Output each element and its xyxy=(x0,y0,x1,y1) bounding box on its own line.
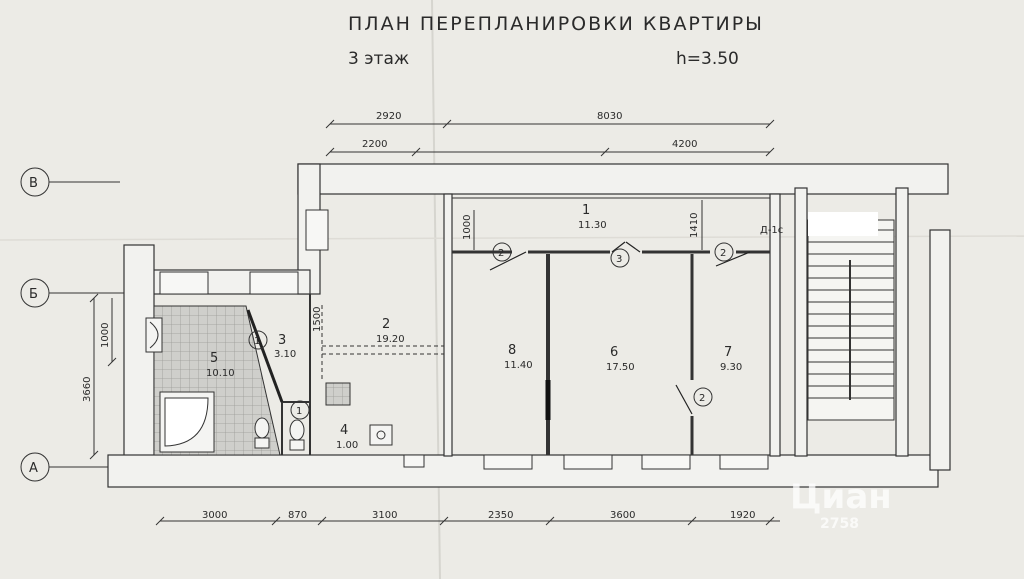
svg-text:3.10: 3.10 xyxy=(274,349,296,360)
svg-text:9.30: 9.30 xyxy=(720,362,742,373)
cian-watermark: Циан 2758 xyxy=(790,477,892,532)
svg-text:2: 2 xyxy=(720,248,726,259)
room-1: 111.30 xyxy=(578,203,607,231)
room-6: 617.50 xyxy=(606,345,635,373)
bathtub xyxy=(159,391,215,453)
dim-3000: 3000 xyxy=(202,510,227,521)
svg-text:4: 4 xyxy=(340,423,348,438)
windows xyxy=(159,209,769,470)
dim-2920: 2920 xyxy=(376,111,401,122)
stove xyxy=(325,382,351,406)
door-mark-2a: 2 xyxy=(492,242,512,262)
door-type-label: Д-1с xyxy=(760,225,783,236)
dim-3660: 3660 xyxy=(82,377,93,402)
dim-8030: 8030 xyxy=(597,111,622,122)
svg-text:7: 7 xyxy=(724,345,732,360)
dim-2350: 2350 xyxy=(488,510,513,521)
dim-1000: 1000 xyxy=(462,215,473,240)
svg-text:3: 3 xyxy=(278,333,286,348)
room-7: 79.30 xyxy=(720,345,742,373)
svg-text:5: 5 xyxy=(210,351,218,366)
dim-1500: 1500 xyxy=(312,307,323,332)
room-3: 33.10 xyxy=(274,333,296,360)
blurred-label xyxy=(808,212,878,236)
ceiling-height: h=3.50 xyxy=(676,49,739,69)
dim-2200: 2200 xyxy=(362,139,387,150)
paper-fold xyxy=(431,0,441,579)
svg-text:2: 2 xyxy=(382,317,390,332)
bottom-dimensions: 3000 870 3100 2350 3600 1920 xyxy=(155,510,780,526)
door-mark-3: 3 xyxy=(610,248,630,268)
svg-text:3: 3 xyxy=(616,254,622,265)
door-mark-1b: 1 xyxy=(290,400,310,420)
svg-text:А: А xyxy=(29,461,38,476)
svg-text:11.40: 11.40 xyxy=(504,360,533,371)
svg-text:Циан: Циан xyxy=(790,477,892,517)
svg-text:8: 8 xyxy=(508,343,516,358)
dim-1920: 1920 xyxy=(730,510,755,521)
svg-text:17.50: 17.50 xyxy=(606,362,635,373)
plan-title: ПЛАН ПЕРЕПЛАНИРОВКИ КВАРТИРЫ xyxy=(348,13,764,35)
svg-text:В: В xyxy=(29,176,38,191)
stairwell xyxy=(807,219,895,421)
svg-text:1: 1 xyxy=(582,203,590,218)
svg-text:1: 1 xyxy=(296,406,302,417)
floor-label: 3 этаж xyxy=(348,49,409,69)
room-4: 41.00 xyxy=(336,423,358,451)
doors xyxy=(246,241,751,415)
dim-3600: 3600 xyxy=(610,510,635,521)
svg-text:6: 6 xyxy=(610,345,618,360)
svg-text:1.00: 1.00 xyxy=(336,440,358,451)
axis-v: В xyxy=(20,167,120,197)
svg-text:Б: Б xyxy=(29,287,38,302)
door-mark-2c: 2 xyxy=(693,387,713,407)
top-dimensions: 2920 8030 2200 4200 xyxy=(325,111,775,157)
dim-4200: 4200 xyxy=(672,139,697,150)
svg-text:2: 2 xyxy=(699,393,705,404)
svg-text:11.30: 11.30 xyxy=(578,220,607,231)
room-5: 510.10 xyxy=(206,351,235,379)
room-2: 219.20 xyxy=(376,317,405,345)
svg-text:2: 2 xyxy=(498,248,504,259)
kitchen-sink xyxy=(369,424,393,446)
room-8: 811.40 xyxy=(504,343,533,371)
door-mark-2b: 2 xyxy=(714,242,734,262)
dim-870: 870 xyxy=(288,510,307,521)
toilet-5 xyxy=(254,417,270,449)
sink xyxy=(145,317,163,353)
door-mark-1a: 1 xyxy=(248,330,268,350)
svg-text:2758: 2758 xyxy=(820,516,859,532)
svg-text:10.10: 10.10 xyxy=(206,368,235,379)
svg-text:1: 1 xyxy=(254,336,260,347)
dim-1000-left: 1000 xyxy=(100,323,111,348)
dim-1410: 1410 xyxy=(689,213,700,238)
partitions xyxy=(281,250,770,455)
toilet-3 xyxy=(289,419,305,451)
svg-text:19.20: 19.20 xyxy=(376,334,405,345)
dim-3100: 3100 xyxy=(372,510,397,521)
